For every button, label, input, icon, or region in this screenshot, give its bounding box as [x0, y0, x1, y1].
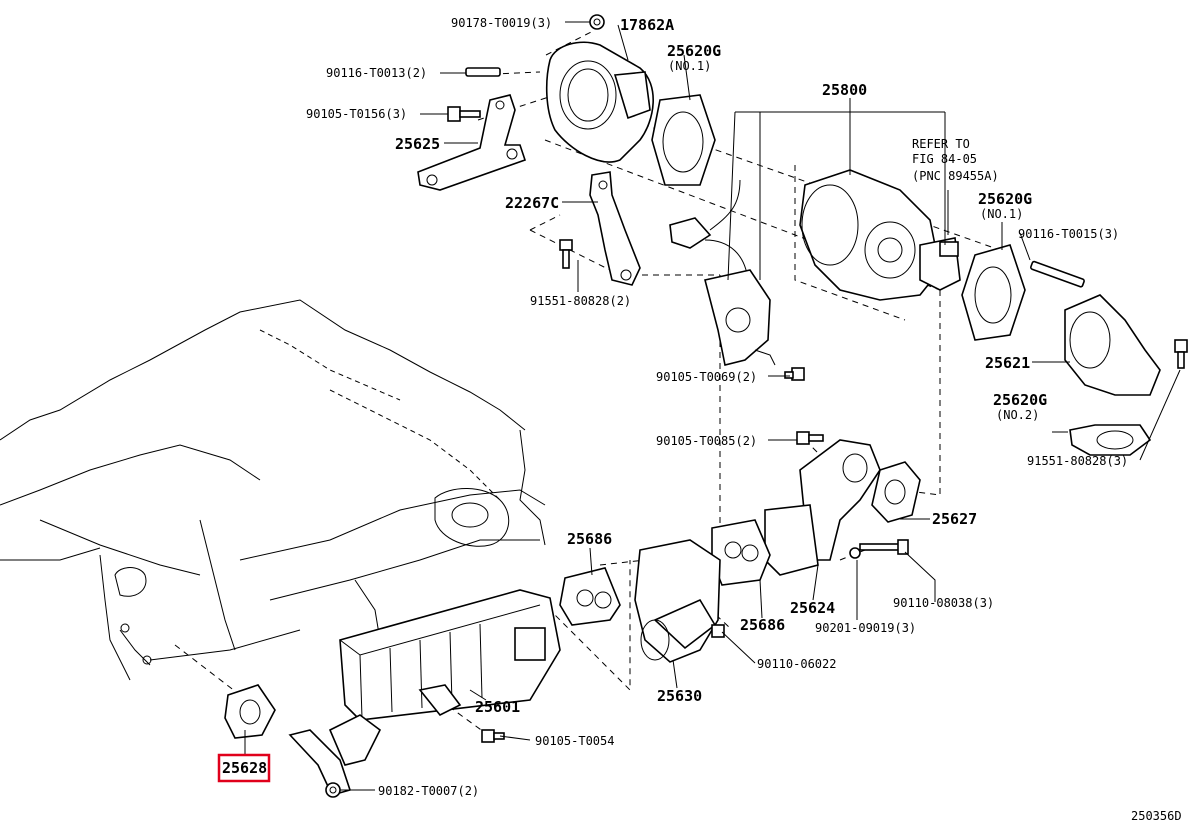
part-91551-80828-bolt-a — [559, 239, 573, 269]
label-90105-t0085[interactable]: 90105-T0085(2) — [656, 434, 757, 448]
part-25621-pipe — [1064, 294, 1161, 396]
part-actuator-middle — [704, 269, 776, 366]
highlight-box-25628 — [217, 753, 271, 783]
part-25630-valve — [634, 539, 721, 663]
label-25686-left[interactable]: 25686 — [567, 530, 612, 548]
label-17862A[interactable]: 17862A — [620, 16, 674, 34]
label-25627[interactable]: 25627 — [932, 510, 977, 528]
part-25624-pipe — [764, 439, 881, 576]
diagram-id: 250356D — [1131, 809, 1182, 823]
label-no1-right: (NO.1) — [980, 207, 1023, 221]
part-25620G-gasket-1a — [651, 94, 716, 186]
label-90110-08038[interactable]: 90110-08038(3) — [893, 596, 994, 610]
label-25620G-no1-right[interactable]: 25620G — [978, 190, 1032, 208]
part-25628-gasket — [224, 684, 276, 739]
part-17862A-shape — [545, 41, 654, 163]
part-90178-nut — [589, 14, 605, 30]
label-90182-t0007[interactable]: 90182-T0007(2) — [378, 784, 479, 798]
label-25621[interactable]: 25621 — [985, 354, 1030, 372]
part-90116-t0015-stud — [1030, 260, 1085, 288]
leader-lines — [244, 21, 1181, 791]
label-90116-t0013[interactable]: 90116-T0013(2) — [326, 66, 427, 80]
part-90105-t0085-bolt — [796, 431, 824, 445]
label-25620G-no2[interactable]: 25620G — [993, 391, 1047, 409]
part-sensor-wire — [669, 179, 749, 281]
label-25620G-no1-top[interactable]: 25620G — [667, 42, 721, 60]
refer-line-1: REFER TO — [912, 137, 970, 151]
refer-line-3: (PNC 89455A) — [912, 169, 999, 183]
label-25686-right[interactable]: 25686 — [740, 616, 785, 634]
part-22267C-bracket — [589, 171, 641, 286]
engine-block-outline — [0, 299, 546, 681]
label-90105-t0054[interactable]: 90105-T0054 — [535, 734, 614, 748]
part-90105-t0069-bolt — [784, 367, 805, 381]
label-no2: (NO.2) — [996, 408, 1039, 422]
part-25620G-gasket-1b — [961, 244, 1026, 341]
part-25686-gasket-b — [711, 519, 771, 586]
part-labels: 90178-T0019(3) 17862A 25620G (NO.1) 9011… — [222, 16, 1182, 823]
label-no1-top: (NO.1) — [668, 59, 711, 73]
label-25625[interactable]: 25625 — [395, 135, 440, 153]
part-25686-gasket-a — [559, 567, 621, 626]
label-25628[interactable]: 25628 — [222, 759, 267, 777]
part-90182-t0007-nut — [325, 782, 341, 798]
label-22267C[interactable]: 22267C — [505, 194, 559, 212]
part-25625-bracket — [417, 94, 527, 191]
part-91551-80828-bolt-b — [1174, 339, 1188, 369]
label-90105-t0156[interactable]: 90105-T0156(3) — [306, 107, 407, 121]
label-90201-09019[interactable]: 90201-09019(3) — [815, 621, 916, 635]
label-91551-80828-left[interactable]: 91551-80828(2) — [530, 294, 631, 308]
part-90110-08038-bolt — [849, 539, 909, 559]
label-90116-t0015[interactable]: 90116-T0015(3) — [1018, 227, 1119, 241]
label-90105-t0069[interactable]: 90105-T0069(2) — [656, 370, 757, 384]
label-25800[interactable]: 25800 — [822, 81, 867, 99]
part-25601-egr-cooler — [339, 589, 561, 721]
label-25601[interactable]: 25601 — [475, 698, 520, 716]
refer-line-2: FIG 84-05 — [912, 152, 977, 166]
label-91551-80828-right[interactable]: 91551-80828(3) — [1027, 454, 1128, 468]
part-90105-t0054-bolt — [481, 729, 505, 743]
label-25630[interactable]: 25630 — [657, 687, 702, 705]
part-25620G-gasket-2 — [1069, 424, 1152, 456]
label-25624[interactable]: 25624 — [790, 599, 835, 617]
part-90116-t0013-stud — [465, 67, 501, 77]
label-90110-06022[interactable]: 90110-06022 — [757, 657, 836, 671]
part-90105-t0156-bolt — [447, 106, 481, 122]
part-90110-06022-bolt — [711, 624, 725, 638]
part-25627-gasket — [871, 461, 921, 523]
label-90178-t0019[interactable]: 90178-T0019(3) — [451, 16, 552, 30]
part-25800-egr-valve — [799, 169, 961, 301]
